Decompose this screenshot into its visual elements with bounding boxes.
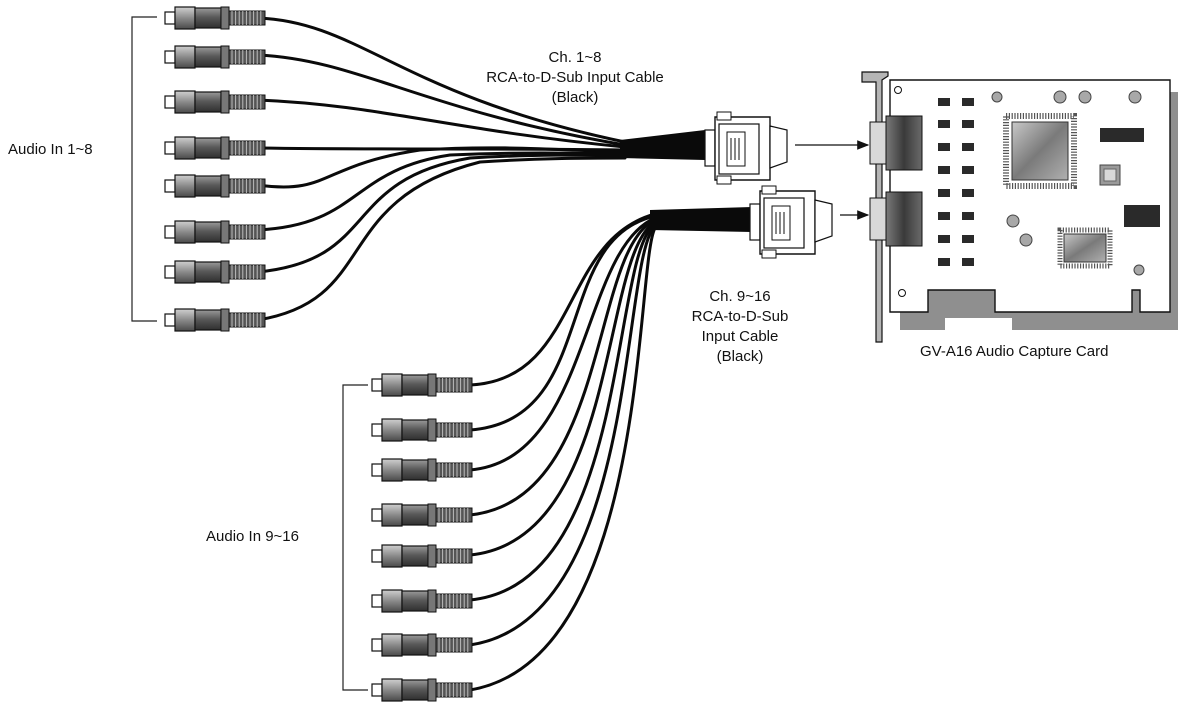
card-dark-chip-1 [1100,128,1144,142]
label-cable-1-8-line: Ch. 1~8 [548,49,602,66]
rca-connector [164,260,266,284]
rca-connector [164,136,266,160]
cable-wires-1-8 [256,16,627,322]
card-component [938,189,950,197]
rca-connectors-1-8 [164,6,266,332]
card-component [938,212,950,220]
label-cable-9-16-line: Ch. 9~16 [709,288,771,305]
audio-capture-card [861,71,1178,343]
card-component [962,166,974,174]
label-cable-1-8: Ch. 1~8 RCA-to-D-Sub Input Cable (Black) [440,48,710,108]
card-component [938,166,950,174]
label-audio-in-1-8: Audio In 1~8 [8,141,93,158]
card-component [962,143,974,151]
cable-sheath-1-8 [620,130,705,160]
card-component [938,98,950,106]
rca-connector [371,503,473,527]
rca-connector [164,6,266,30]
card-secondary-chip [1057,227,1113,269]
rca-connector [371,678,473,702]
dsub-connector-1-8 [704,111,788,185]
rca-connector [371,458,473,482]
rca-connector [164,45,266,69]
rca-connector [371,633,473,657]
card-main-chip [1003,113,1077,189]
card-component [938,120,950,128]
card-port-bottom [869,197,889,241]
label-audio-in-9-16: Audio In 9~16 [206,528,299,545]
cable-sheath-9-16 [650,207,752,232]
label-cable-1-8-line: RCA-to-D-Sub Input Cable [486,69,664,86]
card-component [962,98,974,106]
label-cable-9-16-line: RCA-to-D-Sub [691,308,789,325]
rca-connectors-9-16 [371,373,473,702]
rca-connector [164,90,266,114]
rca-connector [371,373,473,397]
rca-connector [164,308,266,332]
rca-connector [371,544,473,568]
card-component [962,120,974,128]
label-cable-1-8-line: (Black) [551,89,599,106]
bracket-audio-9-16 [342,384,368,691]
card-component [938,143,950,151]
card-component [962,258,974,266]
card-components [938,98,974,266]
label-cable-9-16-line: Input Cable [701,328,779,345]
dsub-connector-9-16 [749,185,833,259]
card-component [962,235,974,243]
card-dark-chip-2 [1124,205,1160,227]
card-component [962,212,974,220]
cable-wires-9-16 [468,212,657,692]
card-component [962,189,974,197]
label-capture-card: GV-A16 Audio Capture Card [920,343,1109,360]
rca-connector [371,589,473,613]
label-cable-9-16-line: (Black) [716,348,764,365]
bracket-audio-1-8 [131,16,157,322]
rca-connector [371,418,473,442]
card-port-top [869,121,889,165]
rca-connector [164,220,266,244]
rca-connector [164,174,266,198]
card-component [938,235,950,243]
label-cable-9-16: Ch. 9~16 RCA-to-D-Sub Input Cable (Black… [640,287,840,367]
card-component [938,258,950,266]
